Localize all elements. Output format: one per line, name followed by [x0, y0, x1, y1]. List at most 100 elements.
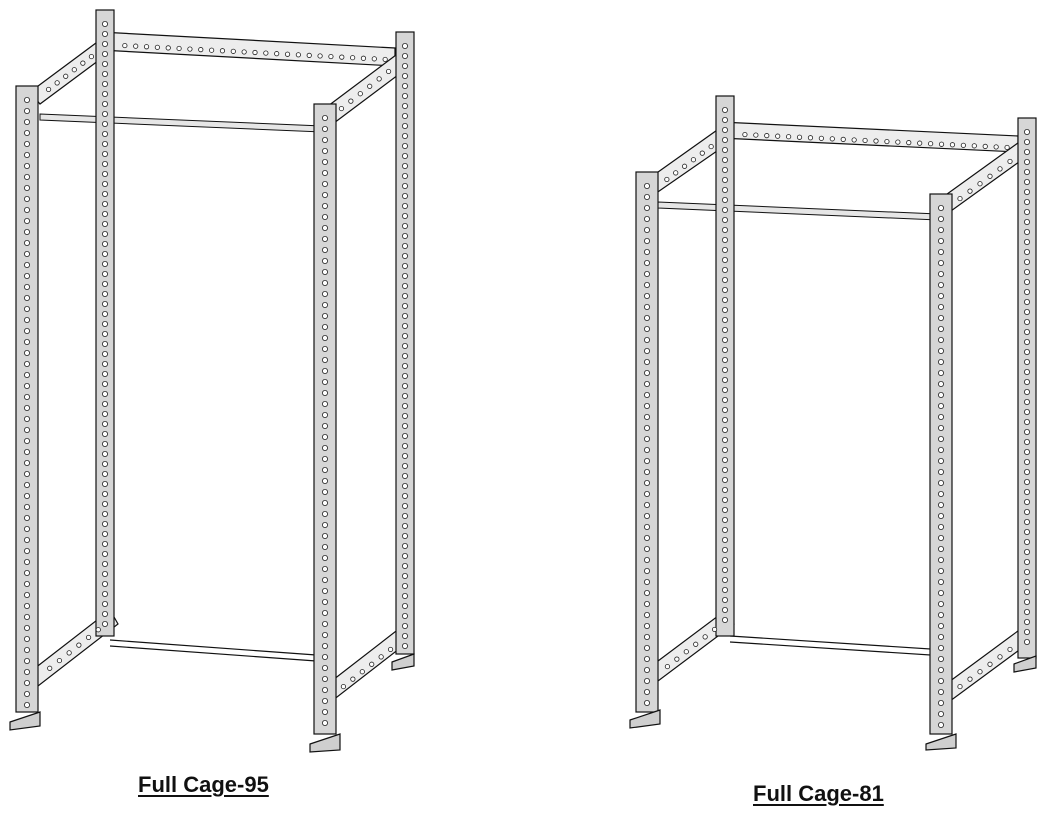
beam-hole: [274, 51, 280, 57]
post-hole: [1023, 348, 1030, 355]
beam-hole: [775, 133, 781, 139]
beam-hole: [219, 48, 226, 54]
post-hole: [937, 303, 944, 310]
post-hole: [321, 323, 328, 330]
post-hole: [1023, 478, 1030, 485]
post-hole: [937, 325, 944, 332]
post-hole: [722, 446, 729, 453]
post-hole: [23, 371, 30, 378]
post-hole: [722, 136, 729, 143]
beam-hole: [971, 143, 977, 149]
post-hole: [23, 162, 30, 169]
post-hole: [23, 305, 30, 312]
post-hole: [23, 581, 30, 588]
post-hole: [1023, 609, 1030, 616]
beam-hole: [378, 654, 384, 660]
post-hole: [401, 232, 408, 239]
post-hole: [937, 700, 944, 707]
post-hole: [722, 537, 729, 544]
post-hole: [643, 700, 650, 707]
beam-hole: [340, 683, 347, 690]
post-hole: [643, 579, 650, 586]
beam-hole: [1004, 144, 1010, 151]
post-hole: [722, 436, 729, 443]
post-hole: [643, 435, 650, 442]
post-hole: [401, 593, 408, 600]
post-hole: [102, 51, 109, 58]
post-hole: [401, 222, 408, 229]
post-hole: [1023, 408, 1030, 415]
post-hole: [401, 362, 408, 369]
post-hole: [102, 521, 109, 528]
post-hole: [321, 213, 328, 220]
beam-hole: [382, 56, 388, 63]
post-hole: [401, 43, 408, 50]
post-hole: [321, 610, 328, 617]
post-hole: [643, 479, 650, 486]
post-hole: [23, 119, 30, 126]
beam-hole: [840, 136, 846, 142]
post-hole: [1023, 529, 1030, 536]
post-hole: [937, 468, 944, 475]
beam-hole: [977, 181, 983, 187]
post-hole: [643, 292, 650, 299]
post-front-right: [313, 103, 337, 735]
post-hole: [102, 210, 109, 217]
post-hole: [102, 320, 109, 327]
post-hole: [401, 282, 408, 289]
post-hole: [722, 376, 729, 383]
beam-hole: [699, 150, 705, 156]
post-hole: [722, 356, 729, 363]
post-hole: [643, 667, 650, 674]
post-hole: [321, 115, 328, 122]
post-hole: [102, 260, 109, 267]
post-hole: [23, 481, 30, 488]
post-hole: [321, 191, 328, 198]
beam-hole: [252, 49, 258, 56]
post-hole: [1023, 498, 1030, 505]
post-hole: [643, 413, 650, 420]
post-hole: [937, 557, 944, 564]
post-hole: [937, 667, 944, 674]
post-hole: [722, 276, 729, 283]
post-hole: [23, 503, 30, 510]
post-hole: [722, 607, 729, 614]
post-hole: [643, 336, 650, 343]
post-hole: [23, 548, 30, 555]
post-hole: [643, 446, 650, 453]
post-hole: [937, 391, 944, 398]
beam-hole: [54, 80, 60, 86]
beam-hole: [154, 44, 160, 50]
post-hole: [1023, 238, 1030, 245]
post-hole: [643, 457, 650, 464]
post-hole: [722, 476, 729, 483]
post-hole: [23, 393, 30, 400]
post-hole: [643, 358, 650, 365]
post-hole: [1023, 589, 1030, 596]
beam-hole: [796, 134, 803, 140]
post-hole: [722, 156, 729, 163]
post-hole: [401, 452, 408, 459]
post-hole: [1023, 128, 1030, 135]
post-hole: [102, 121, 109, 128]
post-hole: [401, 142, 408, 149]
post-hole: [401, 543, 408, 550]
post-hole: [1023, 468, 1030, 475]
post-hole: [1023, 599, 1030, 606]
post-hole: [23, 691, 30, 698]
post-hole: [1023, 428, 1030, 435]
beam-hole: [967, 188, 973, 194]
cage-drawing-95: [0, 0, 430, 813]
beam-hole: [85, 634, 92, 641]
post-hole: [102, 621, 109, 628]
post-hole: [321, 709, 328, 716]
beam-hole: [165, 45, 171, 51]
post-hole: [722, 246, 729, 253]
post-hole: [722, 236, 729, 243]
beam-hole: [230, 48, 236, 54]
post-hole: [401, 623, 408, 630]
post-hole: [401, 573, 408, 580]
post-hole: [1023, 188, 1030, 195]
post-hole: [23, 448, 30, 455]
post-hole: [937, 513, 944, 520]
